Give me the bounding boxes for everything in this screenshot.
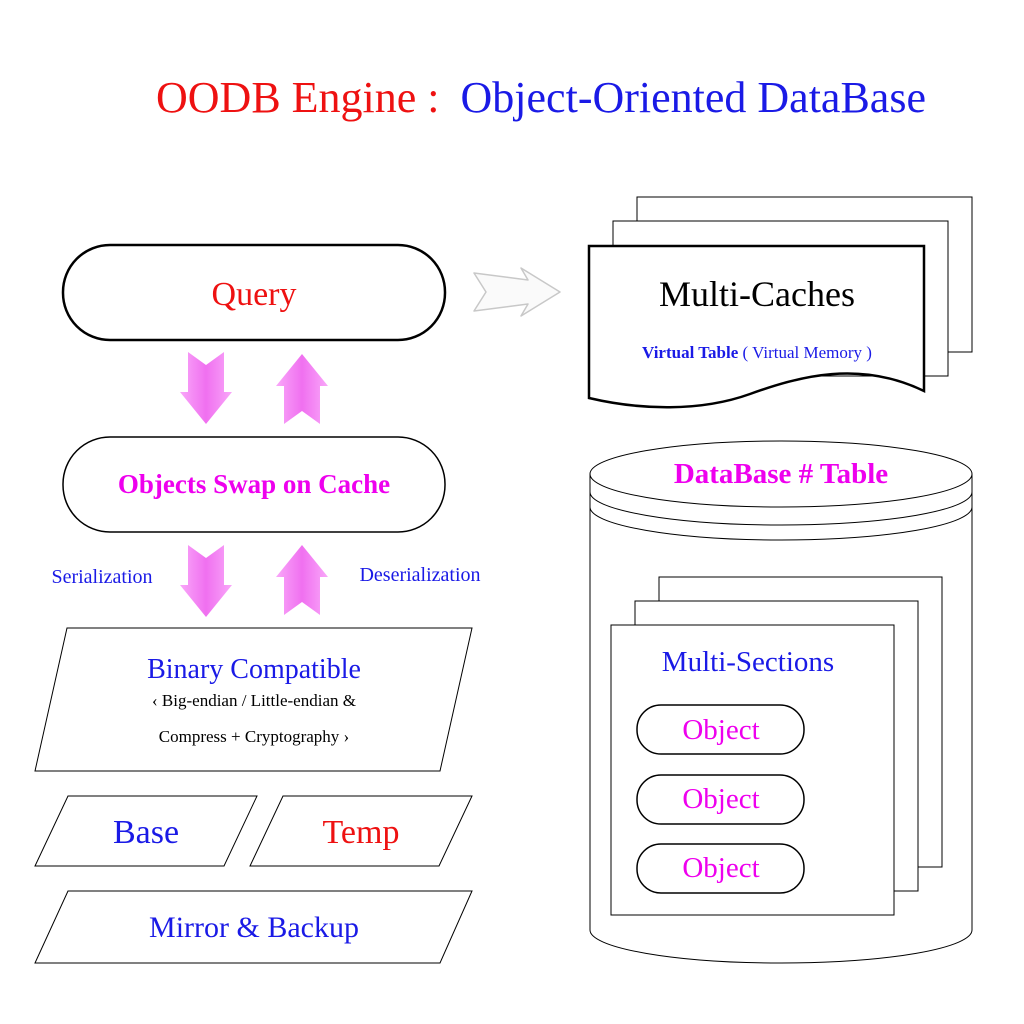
binary-line1: ‹ Big-endian / Little-endian & [152, 691, 356, 710]
deserialization-label: Deserialization [359, 564, 480, 586]
object-item: Object [636, 704, 805, 755]
mirror-node: Mirror & Backup [34, 890, 473, 964]
object-item: Object [636, 774, 805, 825]
swap-pill [62, 436, 446, 533]
database-title: DataBase # Table [674, 458, 888, 490]
title-part1: OODB Engine : [156, 73, 440, 122]
down-arrow-icon [180, 352, 232, 424]
sections-title: Multi-Sections [662, 646, 834, 678]
cache-sheet-front [587, 244, 926, 409]
swap-node: Objects Swap on Cache [62, 436, 446, 533]
object-label: Object [682, 783, 759, 815]
base-label: Base [113, 814, 179, 851]
temp-node: Temp [249, 795, 473, 867]
caches-subtitle: Virtual Table ( Virtual Memory ) [642, 343, 872, 362]
title-part2: Object-Oriented DataBase [461, 73, 926, 122]
base-shape [34, 795, 258, 867]
serialization-arrow-icon [180, 545, 232, 617]
binary-title: Binary Compatible [147, 654, 361, 685]
up-arrow-icon [276, 354, 328, 424]
database-top [589, 440, 973, 508]
object-label: Object [682, 714, 759, 746]
temp-label: Temp [323, 814, 400, 851]
caches-node: Multi-Caches Virtual Table ( Virtual Mem… [587, 196, 973, 409]
database-ring-2 [589, 506, 973, 541]
binary-shape [34, 627, 473, 772]
object-label: Object [682, 852, 759, 884]
query-node: Query [61, 243, 447, 342]
diagram-title: OODB Engine : Object-Oriented DataBase [156, 73, 926, 122]
base-node: Base [34, 795, 258, 867]
object-pill [636, 774, 805, 825]
query-pill [61, 243, 447, 342]
virtual-table-label: Virtual Table [642, 343, 739, 362]
object-pill [636, 704, 805, 755]
serialization-label: Serialization [51, 566, 152, 588]
object-pill [636, 843, 805, 894]
mirror-label: Mirror & Backup [149, 911, 359, 944]
swap-label: Objects Swap on Cache [118, 469, 390, 499]
deserialization-arrow-icon [276, 545, 328, 615]
temp-shape [249, 795, 473, 867]
binary-line2: Compress + Cryptography › [159, 727, 349, 746]
object-item: Object [636, 843, 805, 894]
caches-title: Multi-Caches [659, 274, 855, 314]
database-ring-1 [589, 491, 973, 526]
binary-node: Binary Compatible ‹ Big-endian / Little-… [34, 627, 473, 772]
query-label: Query [212, 276, 297, 313]
mirror-shape [34, 890, 473, 964]
virtual-memory-label: ( Virtual Memory ) [743, 343, 872, 362]
database-node: DataBase # Table Multi-Sections Object O… [589, 440, 973, 964]
query-to-caches-arrow [473, 267, 561, 317]
